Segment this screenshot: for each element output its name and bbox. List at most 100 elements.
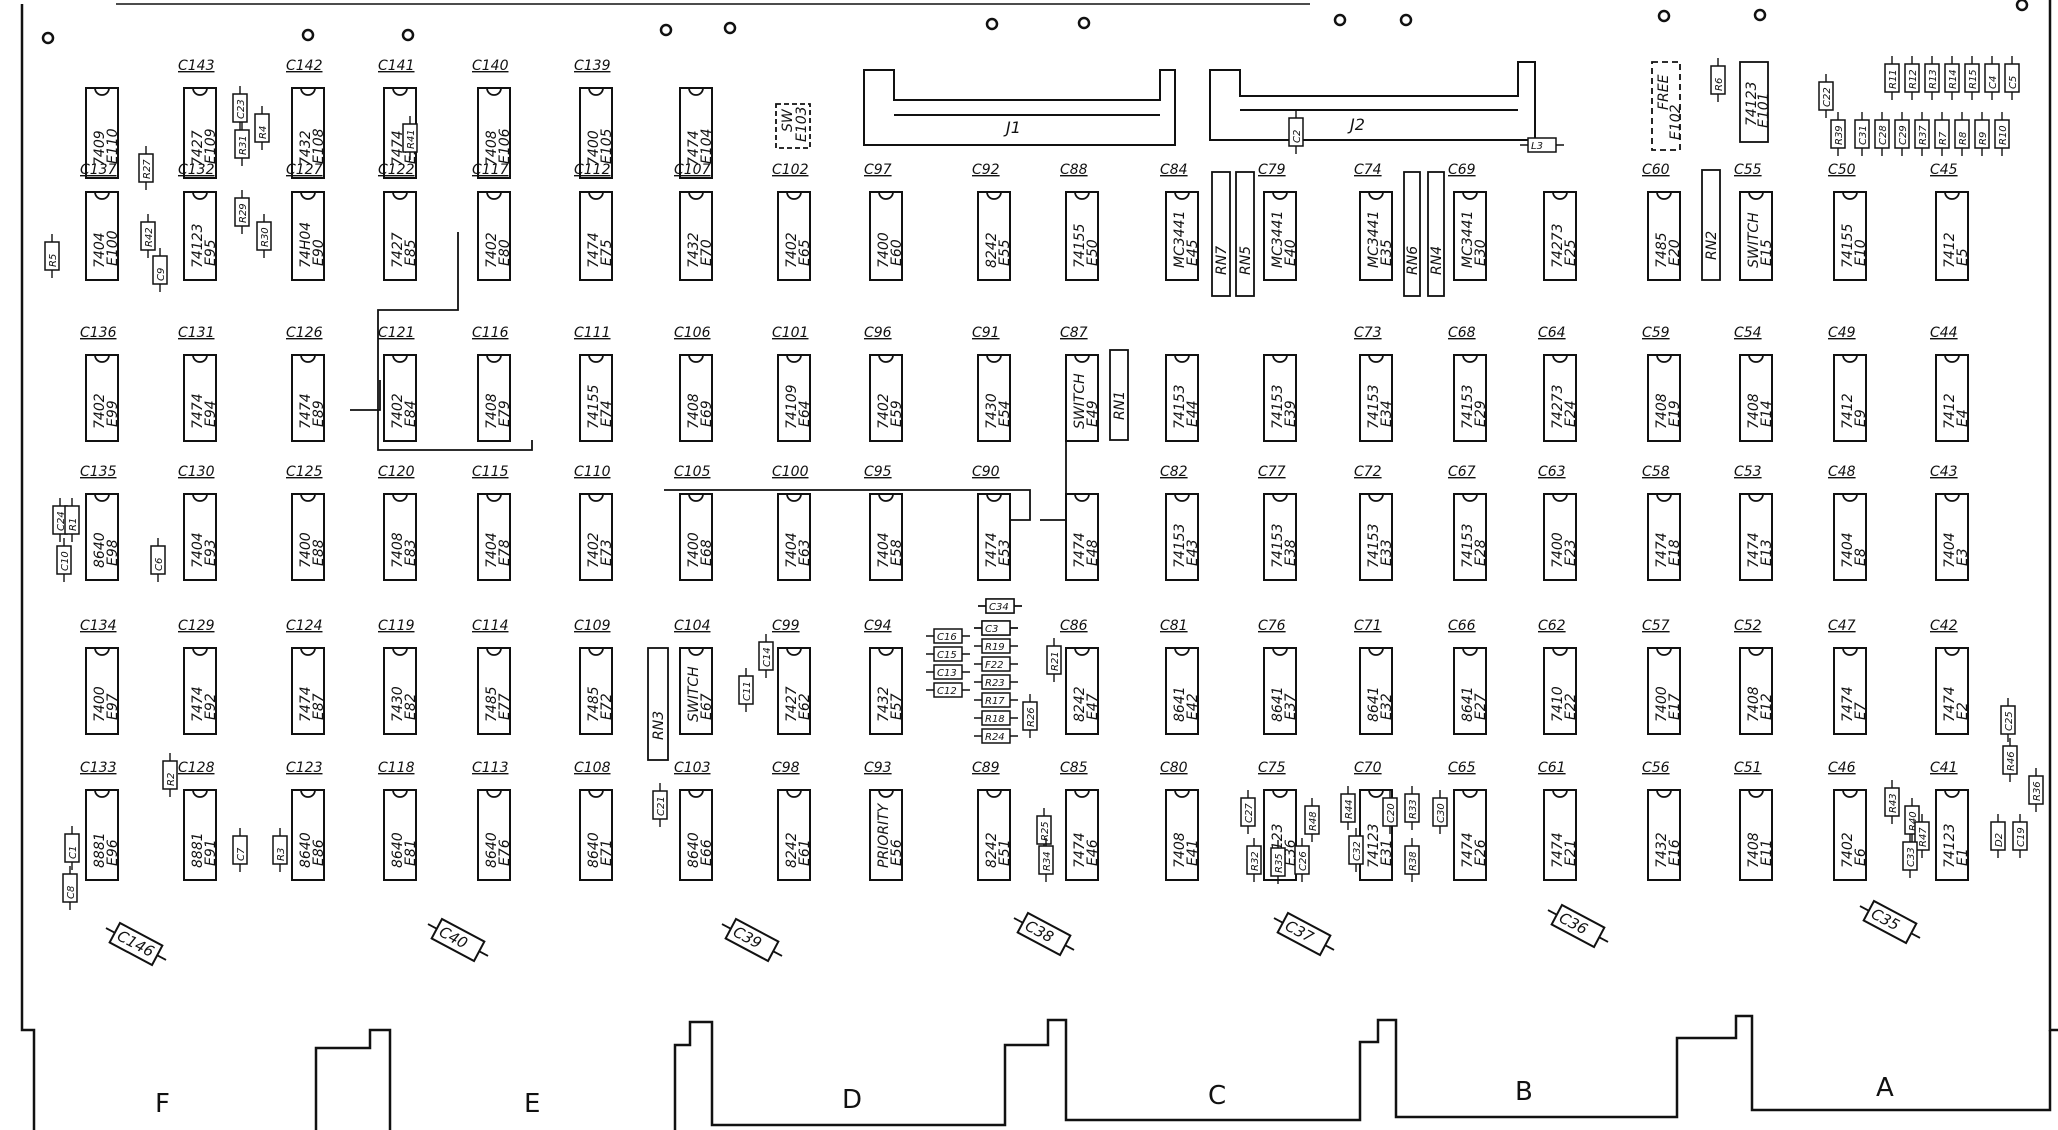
part-r42: R42 bbox=[140, 214, 156, 258]
bottom-cap-c146: C146 bbox=[105, 921, 167, 967]
chip-ref-label: E70 bbox=[699, 239, 715, 266]
capacitor-label: C64 bbox=[1538, 325, 1566, 341]
chip-part-label: 7412 bbox=[1840, 393, 1856, 429]
chip-part-label: 7400 bbox=[586, 130, 602, 166]
capacitor-label: C142 bbox=[286, 58, 323, 74]
part-c23: C23 bbox=[232, 86, 248, 130]
chip-ref-label: E24 bbox=[1563, 400, 1579, 427]
chip-ref-label: E61 bbox=[797, 839, 813, 866]
part-r3: R3 bbox=[272, 828, 288, 872]
chip-e101-ref: E101 bbox=[1756, 92, 1772, 128]
chip-part-label: 74109 bbox=[784, 384, 800, 429]
chip-ref-label: E69 bbox=[699, 400, 715, 427]
capacitor-label: C137 bbox=[80, 162, 117, 178]
capacitor-label: C87 bbox=[1060, 325, 1088, 341]
part-label: C27 bbox=[1244, 803, 1255, 823]
part-d2: D2 bbox=[1990, 814, 2006, 858]
part-label: R41 bbox=[406, 129, 417, 149]
chip-part-label: 7402 bbox=[586, 532, 602, 568]
part-r18: R18 bbox=[974, 710, 1018, 726]
capacitor-label: C69 bbox=[1448, 162, 1476, 178]
chip-ref-label: E30 bbox=[1473, 239, 1489, 266]
bottom-cap-c35: C35 bbox=[1859, 899, 1921, 945]
part-r11: R11 bbox=[1884, 56, 1900, 100]
capacitor-label: C76 bbox=[1258, 618, 1286, 634]
capacitor-label: C125 bbox=[286, 464, 323, 480]
chip-ref-label: E71 bbox=[599, 839, 615, 866]
chip-ref-label: E88 bbox=[311, 539, 327, 566]
part-label: R25 bbox=[1040, 821, 1051, 841]
capacitor-label: C119 bbox=[378, 618, 415, 634]
part-label: R35 bbox=[1274, 853, 1285, 873]
chip-part-label: 7474 bbox=[298, 686, 314, 722]
capacitor-label: C63 bbox=[1538, 464, 1566, 480]
chip-part-label: 8881 bbox=[190, 832, 206, 868]
capacitor-label: C47 bbox=[1828, 618, 1856, 634]
chip-part-label: 74153 bbox=[1460, 523, 1476, 568]
part-label: C32 bbox=[1352, 841, 1363, 861]
part-label: R10 bbox=[1998, 125, 2009, 145]
free-chip-ref: E102 bbox=[1668, 104, 1684, 140]
chip-part-label: 7432 bbox=[1654, 832, 1670, 868]
chip-ref-label: E106 bbox=[497, 128, 513, 164]
capacitor-label: C102 bbox=[772, 162, 809, 178]
chip-ref-label: E49 bbox=[1085, 400, 1101, 427]
capacitor-label: C57 bbox=[1642, 618, 1670, 634]
capacitor-label: C70 bbox=[1354, 760, 1382, 776]
chip-part-label: 7410 bbox=[1550, 686, 1566, 722]
capacitor-label: C122 bbox=[378, 162, 415, 178]
part-label: C29 bbox=[1898, 125, 1909, 145]
chip-ref-label: E73 bbox=[599, 539, 615, 566]
chip-ref-label: E34 bbox=[1379, 400, 1395, 427]
part-label: R21 bbox=[1050, 651, 1061, 671]
chip-ref-label: E77 bbox=[497, 693, 513, 720]
chip-part-label: 7474 bbox=[586, 232, 602, 268]
capacitor-label: C94 bbox=[864, 618, 892, 634]
part-label: R17 bbox=[985, 696, 1005, 707]
capacitor-label: C112 bbox=[574, 162, 611, 178]
part-label: C16 bbox=[937, 632, 957, 643]
chip-ref-label: E76 bbox=[497, 839, 513, 866]
capacitor-label: C123 bbox=[286, 760, 323, 776]
chip-part-label: 74153 bbox=[1270, 523, 1286, 568]
chip-ref-label: E104 bbox=[699, 128, 715, 164]
part-label: C1 bbox=[68, 846, 79, 859]
chip-part-label: 7408 bbox=[390, 532, 406, 568]
chip-part-label: 7430 bbox=[984, 393, 1000, 429]
capacitor-label: C97 bbox=[864, 162, 892, 178]
chip-ref-label: E90 bbox=[311, 239, 327, 266]
capacitor-label: C104 bbox=[674, 618, 711, 634]
chip-part-label: 74155 bbox=[1840, 223, 1856, 268]
part-r46: R46 bbox=[2002, 738, 2018, 782]
capacitor-label: C73 bbox=[1354, 325, 1382, 341]
part-label: R9 bbox=[1978, 132, 1989, 145]
part-r23: R23 bbox=[974, 674, 1018, 690]
capacitor-label: C126 bbox=[286, 325, 323, 341]
capacitor-label: C82 bbox=[1160, 464, 1188, 480]
rn6-label: RN6 bbox=[1405, 246, 1421, 275]
edge-label-d: D bbox=[842, 1085, 862, 1115]
chip-part-label: MC3441 bbox=[1270, 211, 1286, 268]
rn7-label: RN7 bbox=[1214, 246, 1230, 275]
capacitor-label: C51 bbox=[1734, 760, 1762, 776]
rn1-label: RN1 bbox=[1112, 391, 1128, 420]
capacitor-label: C96 bbox=[864, 325, 892, 341]
chip-part-label: 7412 bbox=[1942, 393, 1958, 429]
part-label: R4 bbox=[258, 126, 269, 139]
chip-ref-label: E39 bbox=[1283, 400, 1299, 427]
